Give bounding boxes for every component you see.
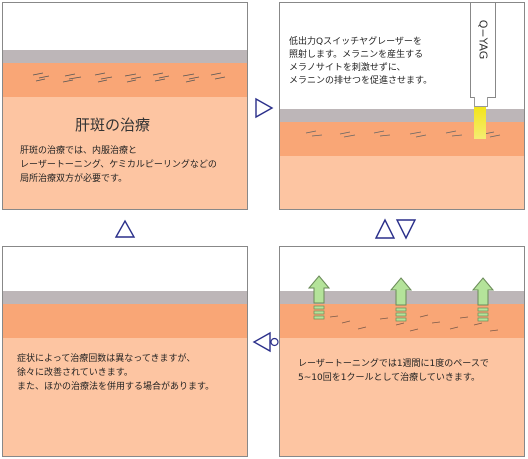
panel-step-3: レーザートーニングでは1週間に1度のペースで 5~10回を1クールとして治療して…	[279, 246, 525, 457]
laser-device-tip	[474, 97, 488, 107]
panel2-text-line-3: メラノサイトを刺激せずに、	[289, 63, 406, 73]
skin-surface	[280, 109, 524, 122]
melanin-marks	[329, 314, 499, 332]
skin-surface	[3, 291, 247, 304]
panel2-text-line-4: メラニンの排せつを促進させます。	[289, 76, 433, 86]
melanin-lift-arrow-1	[308, 275, 330, 320]
flow-arrow-up-icon	[114, 219, 136, 238]
panel3-text-line-1: レーザートーニングでは1週間に1度のペースで	[298, 359, 489, 369]
panel-step-2: 低出力Qスイッチヤグレーザーを 照射します。メラニンを産生する メラノサイトを刺…	[279, 2, 525, 210]
page-title: 肝斑の治療	[75, 116, 151, 134]
panel1-text-line-2: レーザートーニング、ケミカルピーリングなどの	[20, 160, 217, 170]
flow-arrow-left-icon	[252, 331, 279, 353]
panel4-text-line-1: 症状によって治療回数は異なってきますが、	[17, 354, 196, 364]
skin-layer	[3, 97, 247, 209]
panel4-text-line-2: 徐々に改善されていきます。	[17, 368, 133, 378]
melanin-lift-arrow-3	[472, 277, 494, 322]
flow-arrow-right-icon	[255, 97, 274, 119]
flow-arrow-down-up-icon	[374, 218, 417, 240]
panel2-text-line-1: 低出力Qスイッチヤグレーザーを	[289, 37, 422, 47]
laser-device-label: Q−YAG	[476, 19, 490, 60]
melanin-marks	[32, 72, 226, 83]
skin-layer	[280, 338, 524, 456]
panel3-text-line-2: 5~10回を1クールとして治療していきます。	[298, 373, 481, 383]
skin-surface	[3, 50, 247, 63]
panel1-text-line-1: 肝斑の治療では、内服治療と	[20, 146, 138, 156]
panel4-text-line-3: また、ほかの治療法を併用する場合があります。	[17, 382, 215, 392]
melanin-marks	[305, 130, 501, 138]
panel-step-1: 肝斑の治療 肝斑の治療では、内服治療と レーザートーニング、ケミカルピーリングな…	[2, 2, 248, 210]
panel2-text-line-2: 照射します。メラニンを産生する	[289, 50, 424, 60]
skin-layer	[280, 156, 524, 209]
panel1-text-line-3: 局所治療双方が必要です。	[20, 174, 128, 184]
melanin-lift-arrow-2	[390, 277, 412, 322]
skin-layer	[3, 338, 247, 456]
melanin-band	[3, 304, 247, 338]
panel-step-4: 症状によって治療回数は異なってきますが、 徐々に改善されていきます。 また、ほか…	[2, 246, 248, 457]
laser-beam	[474, 107, 486, 139]
melanin-band	[3, 63, 247, 97]
laser-device: Q−YAG	[470, 3, 496, 98]
